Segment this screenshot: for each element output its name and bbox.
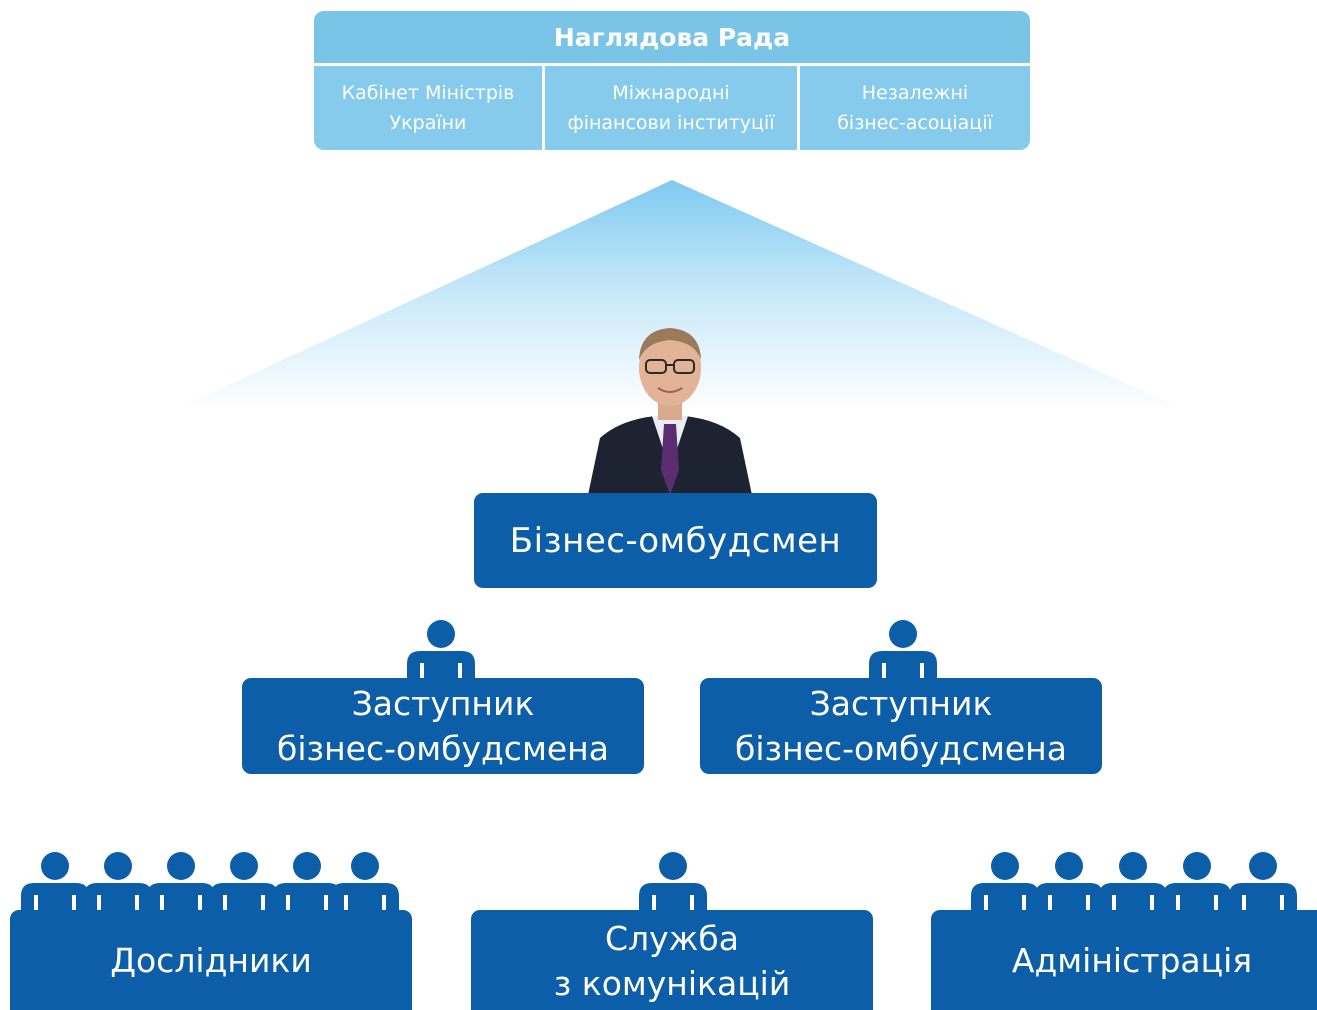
communications-box: Служба з комунікацій [471, 910, 873, 1010]
board-member-ifi: Міжнародні фінансови інституції [567, 82, 775, 134]
divider [542, 66, 545, 150]
ombudsman-photo [588, 328, 752, 495]
researchers-box: Дослідники [10, 910, 412, 1010]
board-member-cabinet: Кабінет Міністрів України [341, 82, 515, 134]
supervisory-board: Наглядова Рада Кабінет Міністрів України… [314, 11, 1030, 150]
board-member-business-associations: Незалежні бізнес-асоціації [837, 82, 993, 134]
administration-box: Адміністрація [931, 910, 1317, 1010]
deputy-ombudsman-box-left: Заступник бізнес-омбудсмена [242, 678, 644, 774]
supervisory-board-title: Наглядова Рада [314, 11, 1030, 63]
divider [314, 63, 1030, 66]
deputy-ombudsman-box-right: Заступник бізнес-омбудсмена [700, 678, 1102, 774]
business-ombudsman-box: Бізнес-омбудсмен [474, 493, 877, 588]
divider [797, 66, 800, 150]
